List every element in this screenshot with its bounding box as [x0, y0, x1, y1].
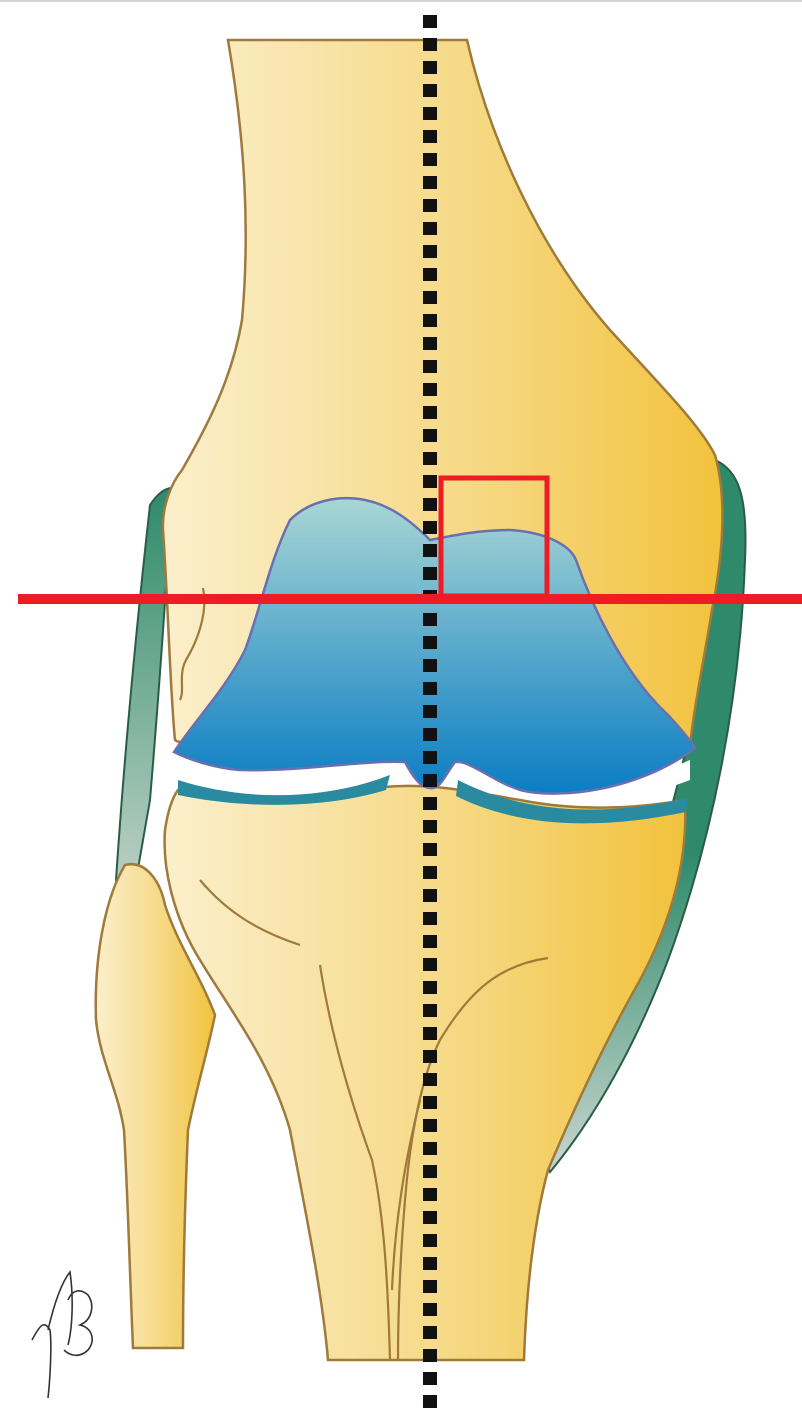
artist-signature: [32, 1272, 92, 1398]
